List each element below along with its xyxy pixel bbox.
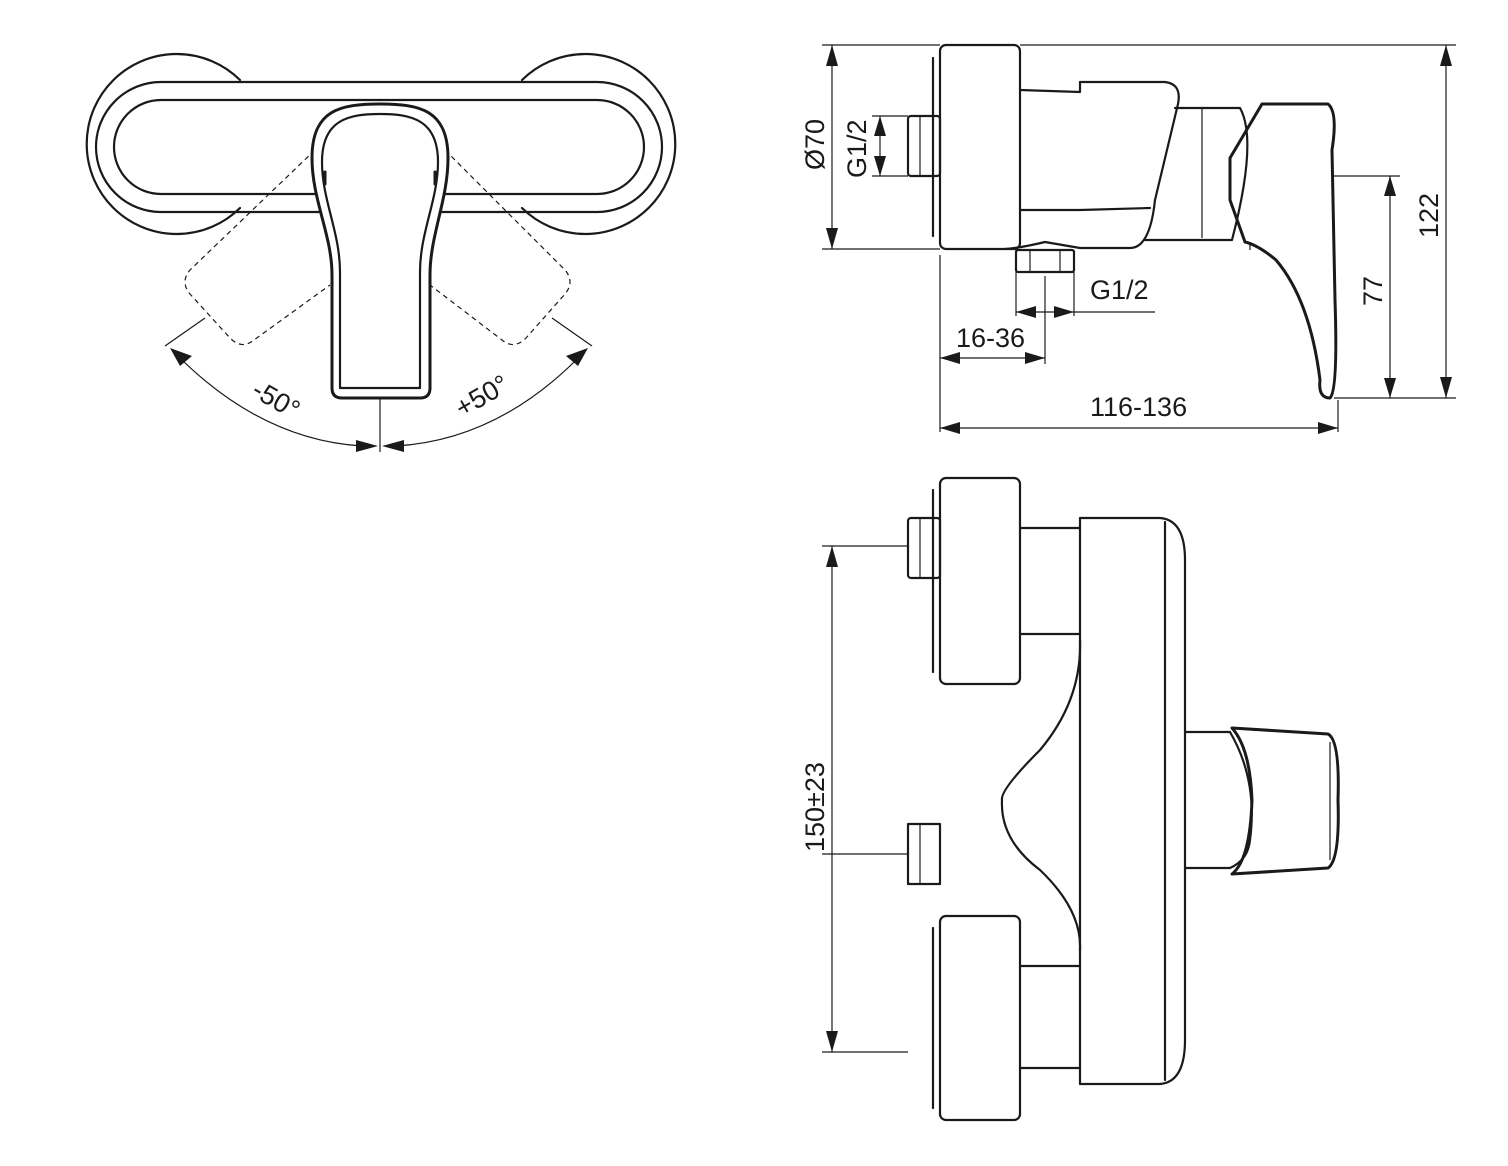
ext-line-right [551, 317, 593, 347]
top-lever [310, 102, 450, 400]
arrow [940, 422, 960, 434]
arrow-left-outer [170, 348, 192, 366]
center-distance-label: 150±23 [800, 762, 830, 852]
ext-line-left [164, 317, 206, 347]
front-lower-neck [1018, 964, 1082, 1070]
front-cartridge [1183, 730, 1253, 870]
front-lever [1230, 726, 1340, 876]
lever-position-left [184, 149, 331, 346]
arrow-right-outer [566, 348, 588, 366]
angle-left-label: -50° [247, 374, 305, 425]
arrow [1440, 45, 1452, 66]
top-view: -50° +50° [85, 52, 677, 452]
side-body-lower [1018, 206, 1152, 212]
front-body [1078, 516, 1187, 1086]
front-body-waist [1000, 638, 1082, 952]
side-cartridge [1143, 106, 1249, 242]
top-left-rosette [85, 52, 242, 236]
arrow-left-inner [356, 440, 378, 452]
front-upper-thread [906, 516, 942, 580]
arrow [1025, 352, 1045, 364]
arrow [940, 352, 960, 364]
arrow [1440, 377, 1452, 398]
arrow [1384, 176, 1396, 196]
side-body [1003, 80, 1180, 251]
arrow [874, 116, 886, 136]
front-lower-rosette [938, 914, 1022, 1122]
side-lever [1228, 102, 1338, 400]
arrow [874, 156, 886, 176]
lever-height-label: 77 [1358, 276, 1388, 306]
arrow [1016, 306, 1036, 318]
front-lower-thread-stub [906, 822, 942, 886]
arrow [826, 228, 838, 249]
arrow [1384, 378, 1396, 398]
top-right-rosette [520, 52, 677, 236]
arrow [826, 45, 838, 66]
side-rosette [938, 43, 1022, 251]
side-view: Ø70 G1/2 G1/2 16-36 116-136 77 [800, 43, 1456, 434]
inlet-thread-label: G1/2 [842, 119, 872, 178]
lever-position-right [429, 149, 571, 346]
top-lever-inner [320, 112, 440, 390]
front-view: 150±23 [800, 476, 1340, 1122]
rotation-arc [173, 351, 585, 447]
front-upper-rosette [938, 476, 1022, 686]
arrow [826, 1031, 838, 1052]
depth-range-label: 116-136 [1090, 392, 1187, 422]
arrow [1318, 422, 1338, 434]
eccentric-range-label: 16-36 [956, 323, 1025, 353]
arrow-right-inner [382, 440, 404, 452]
side-inlet-thread [906, 114, 942, 178]
outlet-thread-label: G1/2 [1090, 275, 1149, 305]
front-upper-neck [1018, 526, 1082, 636]
arrow [826, 546, 838, 567]
total-height-label: 122 [1414, 193, 1444, 238]
arrow [1054, 306, 1074, 318]
side-outlet-thread [1014, 248, 1076, 274]
diameter-label: Ø70 [800, 119, 830, 170]
